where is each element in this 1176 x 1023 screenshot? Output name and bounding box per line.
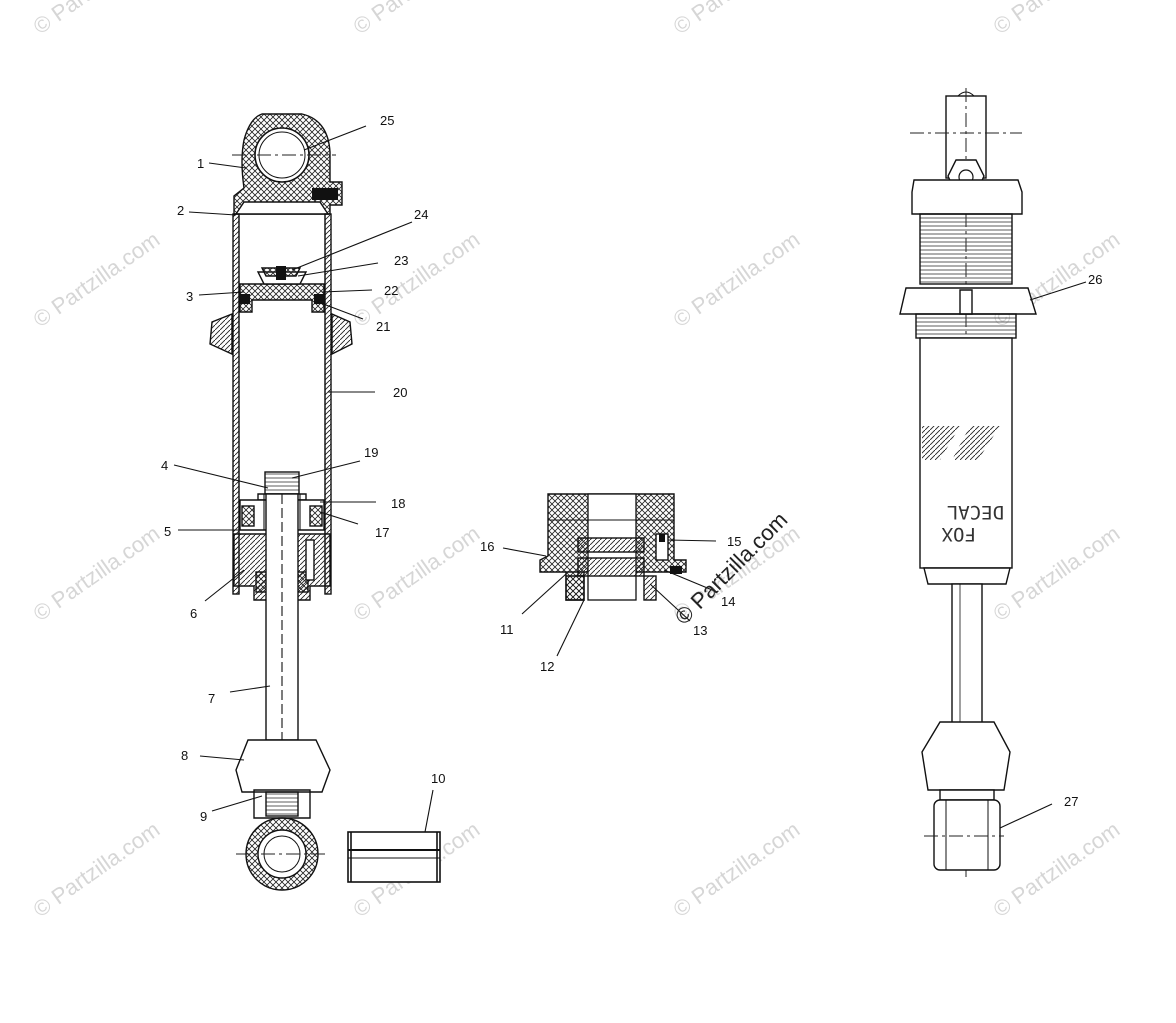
watermark: © Partzilla.com <box>669 227 805 333</box>
shock-cross-section <box>209 113 441 891</box>
decal-line-2: FOX <box>941 523 976 545</box>
seal-head-detail <box>539 493 687 601</box>
floating-piston <box>239 283 325 313</box>
decal-line-1: DECAL <box>947 501 1004 523</box>
lower-collar <box>923 567 1011 585</box>
callout-8: 8 <box>181 748 188 763</box>
callout-7: 7 <box>208 691 215 706</box>
lower-eye <box>933 799 1001 871</box>
bump-stop <box>921 721 1011 791</box>
watermark: © Partzilla.com <box>669 0 805 39</box>
callout-23: 23 <box>394 253 408 268</box>
callout-19: 19 <box>364 445 378 460</box>
callout-20: 20 <box>393 385 407 400</box>
bushing-sleeve <box>347 831 441 883</box>
callout-27: 27 <box>1064 794 1078 809</box>
callout-18: 18 <box>391 496 405 511</box>
callout-9: 9 <box>200 809 207 824</box>
callout-1: 1 <box>197 156 204 171</box>
callout-16: 16 <box>480 539 494 554</box>
callout-5: 5 <box>164 524 171 539</box>
callout-17: 17 <box>375 525 389 540</box>
callout-14: 14 <box>721 594 735 609</box>
callout-11: 11 <box>500 622 514 637</box>
watermark: © Partzilla.com <box>349 227 485 333</box>
callout-26: 26 <box>1088 272 1102 287</box>
bump-stop <box>235 739 331 793</box>
callout-12: 12 <box>540 659 554 674</box>
callout-21: 21 <box>376 319 390 334</box>
watermark: © Partzilla.com <box>29 227 165 333</box>
spring-collar-right <box>331 312 353 356</box>
shaft-nut <box>264 471 300 495</box>
callout-10: 10 <box>431 771 445 786</box>
leader-lines <box>173 125 1087 833</box>
callout-22: 22 <box>384 283 398 298</box>
watermark: © Partzilla.com <box>29 0 165 39</box>
spring-collar-left <box>209 312 233 356</box>
callout-labels: 1 2 3 4 5 6 7 8 9 10 11 12 13 14 15 16 1… <box>161 113 1102 824</box>
watermark: © Partzilla.com <box>989 817 1125 923</box>
callout-2: 2 <box>177 203 184 218</box>
watermark: © Partzilla.com <box>349 521 485 627</box>
callout-15: 15 <box>727 534 741 549</box>
watermark: © Partzilla.com <box>989 0 1125 39</box>
callout-3: 3 <box>186 289 193 304</box>
callout-4: 4 <box>161 458 168 473</box>
threaded-body <box>919 213 1013 285</box>
callout-6: 6 <box>190 606 197 621</box>
brand-watermark: © Partzilla.com <box>670 507 793 630</box>
watermark: © Partzilla.com <box>29 521 165 627</box>
watermark: © Partzilla.com <box>669 817 805 923</box>
shock-external-view: DECAL FOX <box>899 88 1037 880</box>
valve-screw <box>312 188 338 200</box>
body-cap <box>911 179 1023 215</box>
watermark: © Partzilla.com <box>29 817 165 923</box>
watermark: © Partzilla.com <box>349 0 485 39</box>
shaft <box>951 583 983 725</box>
callout-25: 25 <box>380 113 394 128</box>
callout-24: 24 <box>414 207 428 222</box>
callout-13: 13 <box>693 623 707 638</box>
